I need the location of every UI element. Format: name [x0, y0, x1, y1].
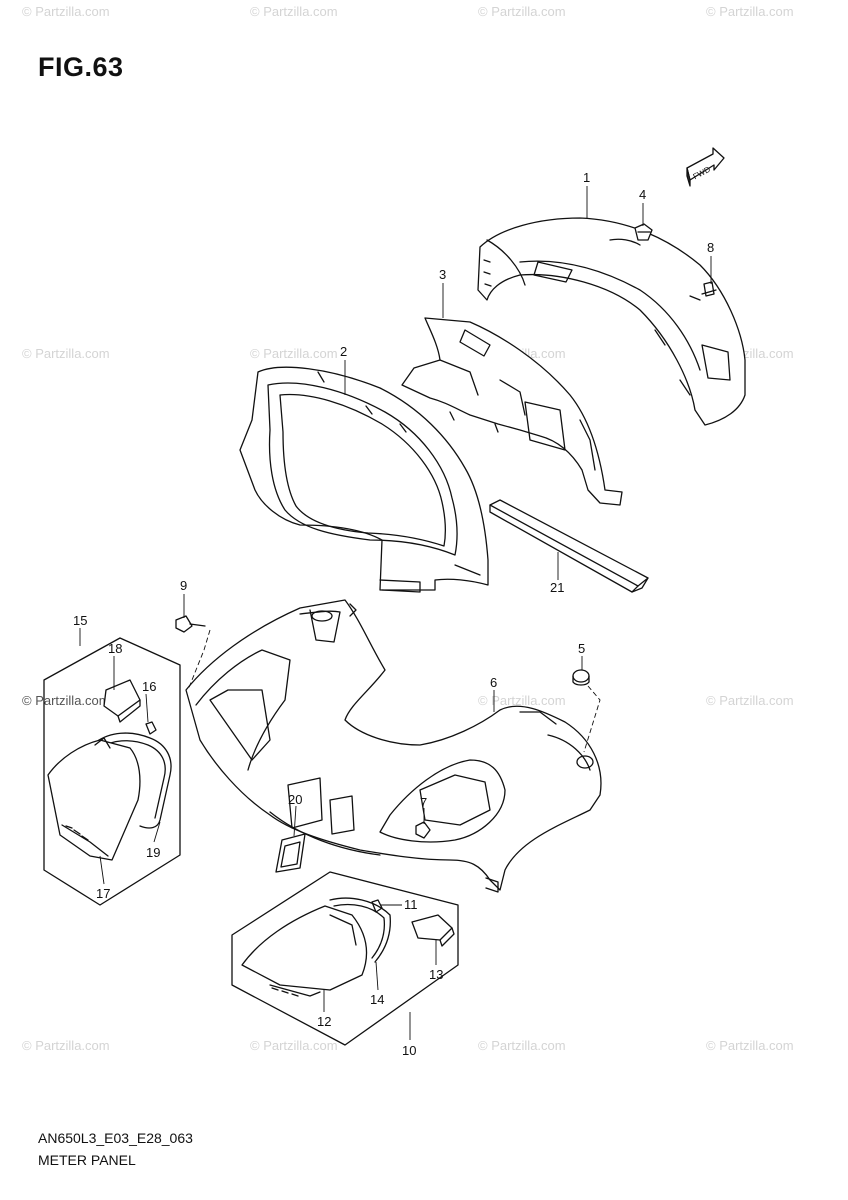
watermark: © Partzilla.com	[22, 1038, 110, 1053]
fwd-arrow-icon: FWD	[687, 148, 724, 186]
watermark: © Partzilla.com	[250, 346, 338, 361]
watermark: © Partzilla.com	[22, 346, 110, 361]
callout-9: 9	[180, 578, 188, 593]
part-3-inner-panel	[402, 318, 622, 505]
callout-15: 15	[73, 613, 88, 628]
part-20-pad	[276, 834, 305, 872]
part-4-clip	[635, 224, 652, 240]
callout-4: 4	[639, 187, 647, 202]
part-17-pocket	[48, 738, 140, 860]
callout-6: 6	[490, 675, 498, 690]
part-12-pocket	[242, 906, 367, 996]
part-14-seal	[330, 898, 390, 962]
part-13-lid	[412, 915, 454, 946]
watermark: © Partzilla.com	[250, 1038, 338, 1053]
part-15-kit-outline	[44, 638, 180, 905]
callout-7: 7	[420, 795, 428, 810]
watermark: © Partzilla.com	[22, 4, 110, 19]
callout-10: 10	[402, 1043, 417, 1058]
watermark: © Partzilla.com	[250, 4, 338, 19]
part-10-kit-outline	[232, 872, 458, 1045]
watermark: © Partzilla.com	[478, 1038, 566, 1053]
part-8-screw	[702, 282, 716, 296]
figure-title: FIG.63	[38, 52, 124, 82]
diagram-caption: METER PANEL	[38, 1152, 136, 1168]
part-5-grommet	[573, 670, 589, 685]
callout-16: 16	[142, 679, 157, 694]
callout-19: 19	[146, 845, 161, 860]
part-7-clip	[416, 822, 430, 838]
callout-3: 3	[439, 267, 447, 282]
callout-8: 8	[707, 240, 715, 255]
callout-18: 18	[108, 641, 123, 656]
part-9-screw	[176, 616, 205, 632]
part-1-upper-cover	[478, 218, 745, 425]
part-16-clip	[146, 722, 156, 734]
callout-20: 20	[288, 792, 303, 807]
watermark: © Partzilla.com	[706, 1038, 794, 1053]
watermark: © Partzilla.com	[706, 693, 794, 708]
watermark: © Partzilla.com	[706, 4, 794, 19]
watermark: © Partzilla.com	[478, 4, 566, 19]
diagram-code: AN650L3_E03_E28_063	[38, 1130, 193, 1146]
callout-13: 13	[429, 967, 444, 982]
callout-17: 17	[96, 886, 111, 901]
part-18-lid	[104, 680, 140, 722]
watermark: © Partzilla.com	[478, 693, 566, 708]
callout-2: 2	[340, 344, 348, 359]
part-21-foam-strip	[490, 500, 648, 592]
callout-12: 12	[317, 1014, 332, 1029]
callout-5: 5	[578, 641, 586, 656]
callout-21: 21	[550, 580, 565, 595]
callout-11: 11	[404, 897, 418, 912]
part-19-seal	[96, 733, 171, 828]
callout-14: 14	[370, 992, 385, 1007]
callout-1: 1	[583, 170, 591, 185]
part-6-lower-panel	[186, 600, 601, 892]
part-2-meter-frame	[240, 367, 488, 592]
